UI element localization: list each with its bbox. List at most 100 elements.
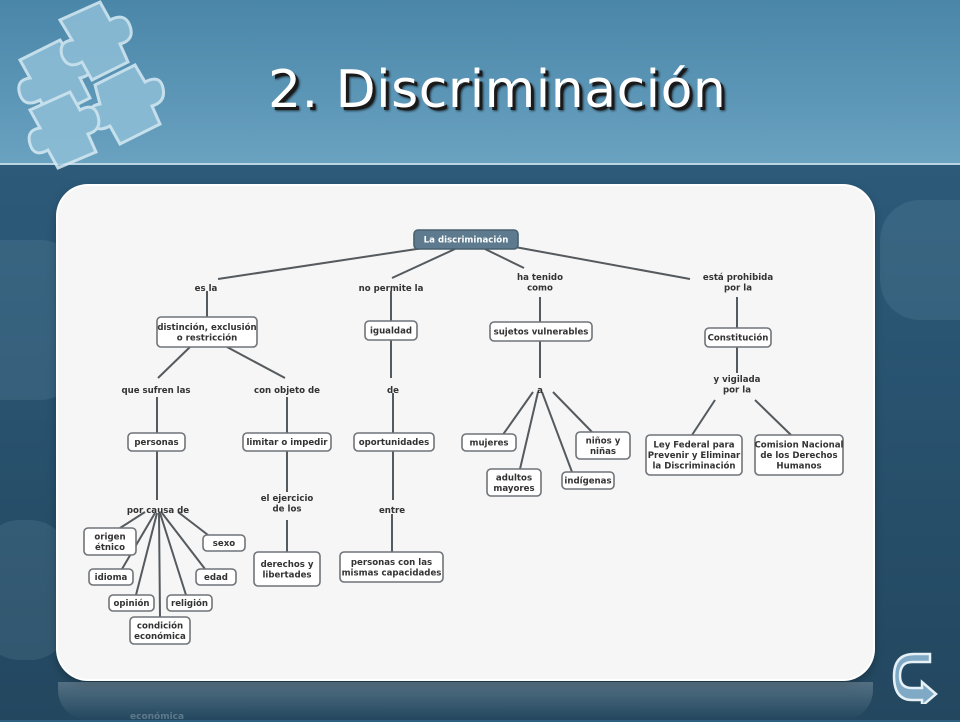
node-box xyxy=(704,327,772,348)
node-label: edad xyxy=(204,573,228,583)
edge xyxy=(519,391,539,470)
concept-node-edad: edad xyxy=(195,568,237,586)
node-label: derechos y xyxy=(261,560,314,570)
node-label: sexo xyxy=(213,539,235,549)
node-label: o restricción xyxy=(177,332,238,343)
node-box xyxy=(645,434,743,476)
link-label-text: de los xyxy=(273,504,302,514)
return-arrow-icon[interactable] xyxy=(892,652,940,704)
node-label: mayores xyxy=(493,484,534,494)
link-label-text: de xyxy=(387,386,399,396)
node-label: sujetos vulnerables xyxy=(494,328,589,338)
edge xyxy=(135,512,158,596)
node-label: distinción, exclusión xyxy=(157,322,256,333)
concept-node-religion: religión xyxy=(166,594,213,612)
node-box xyxy=(413,229,519,250)
edge xyxy=(157,346,191,379)
edge xyxy=(226,346,286,379)
edge xyxy=(158,512,161,618)
edges-layer xyxy=(119,246,792,618)
node-label: de los Derechos xyxy=(760,451,837,461)
edge xyxy=(161,512,206,570)
node-label: idioma xyxy=(95,573,128,583)
concept-node-constitucion: Constitución xyxy=(704,327,772,348)
concept-node-limitar-o-impedir: limitar o impedir xyxy=(242,432,332,452)
edge xyxy=(217,246,431,280)
node-box xyxy=(253,551,321,587)
link-label-text: ha tenido xyxy=(517,273,563,283)
concept-node-la-discriminacion: La discriminación xyxy=(413,229,519,250)
node-box xyxy=(108,594,155,612)
node-box xyxy=(461,433,517,452)
node-box xyxy=(195,568,237,586)
node-box xyxy=(83,527,137,556)
node-label: libertades xyxy=(262,570,311,580)
edge xyxy=(484,248,525,269)
node-label: personas con las xyxy=(351,558,432,568)
node-label: mujeres xyxy=(469,439,508,449)
reflection-text: económica xyxy=(130,712,185,722)
concept-node-idioma: idioma xyxy=(88,568,134,586)
background-puzzle-shape xyxy=(880,200,960,320)
link-label-no-permite-la: no permite la xyxy=(359,284,424,294)
link-label-text: por causa de xyxy=(127,506,189,516)
node-box xyxy=(88,568,134,586)
edge xyxy=(391,248,456,279)
link-label-text: que sufren las xyxy=(121,386,190,396)
node-box xyxy=(156,316,258,348)
edge xyxy=(514,246,691,280)
link-label-a: a xyxy=(537,386,543,396)
node-box xyxy=(166,594,213,612)
concept-node-opinion: opinión xyxy=(108,594,155,612)
header-rule xyxy=(0,163,960,165)
node-label: condición xyxy=(137,620,183,631)
slide-title: 2. Discriminación xyxy=(268,60,727,120)
link-label-text: por la xyxy=(724,283,752,293)
link-label-text: es la xyxy=(195,284,218,294)
link-label-text: está prohibida xyxy=(703,273,773,283)
node-box xyxy=(575,431,631,460)
node-label: étnico xyxy=(95,542,125,553)
edge xyxy=(177,511,209,536)
node-label: personas xyxy=(134,438,178,448)
concept-node-sujetos-vulnerables: sujetos vulnerables xyxy=(489,321,593,342)
link-label-text: y vigilada xyxy=(714,375,761,385)
node-label: La discriminación xyxy=(424,235,509,246)
node-label: Comision Nacional xyxy=(755,441,844,451)
link-label-text: el ejercicio xyxy=(261,494,314,504)
node-label: mismas capacidades xyxy=(342,568,442,578)
link-label-text: por la xyxy=(723,385,751,395)
node-label: origen xyxy=(94,532,125,542)
concept-node-personas: personas xyxy=(127,432,186,452)
node-label: adultos xyxy=(496,473,532,483)
edge xyxy=(159,512,187,596)
edge xyxy=(119,511,146,529)
node-label: niños y xyxy=(586,436,621,446)
edge xyxy=(541,391,573,473)
node-box xyxy=(339,551,444,583)
panel-reflection xyxy=(58,682,873,720)
node-box xyxy=(129,616,191,645)
edge xyxy=(754,399,792,436)
concept-node-mujeres: mujeres xyxy=(461,433,517,452)
node-label: religión xyxy=(171,598,208,609)
node-box xyxy=(561,471,615,490)
edge xyxy=(121,512,156,570)
node-label: Humanos xyxy=(776,462,821,472)
link-label-text: con objeto de xyxy=(254,386,320,396)
link-label-con-objeto-de: con objeto de xyxy=(254,386,320,396)
link-label-text: a xyxy=(537,386,543,396)
node-box xyxy=(127,432,186,452)
